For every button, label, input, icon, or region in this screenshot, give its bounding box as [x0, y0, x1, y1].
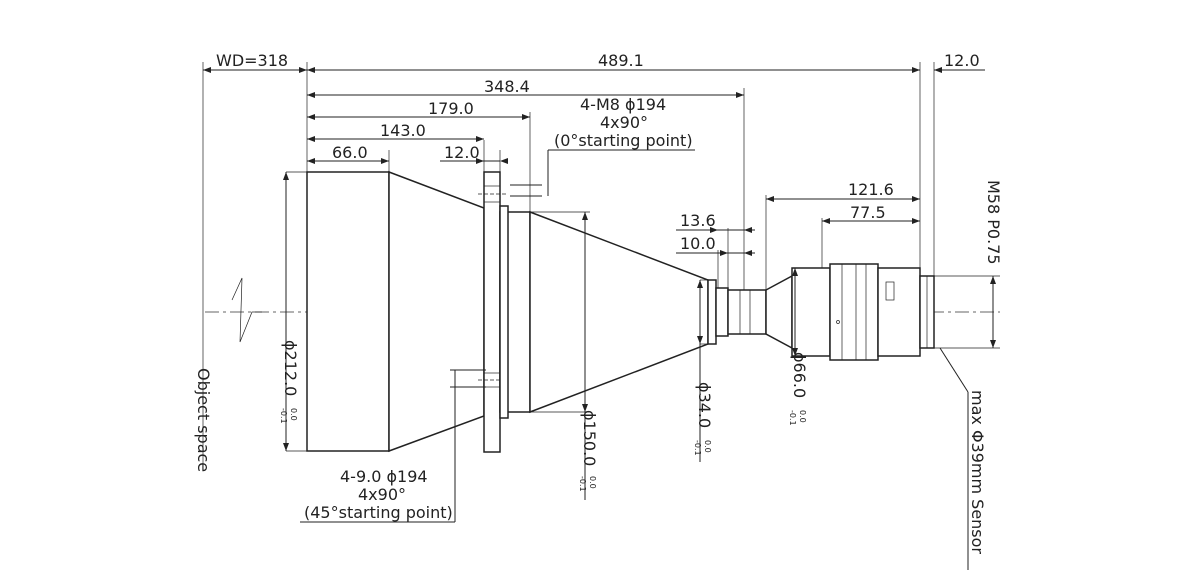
svg-text:ϕ150.0: ϕ150.0 — [580, 410, 599, 466]
rear-flare — [765, 274, 793, 350]
front-barrel-label: 66.0 — [332, 143, 368, 162]
total-length-label: 489.1 — [598, 51, 644, 70]
svg-text:0.0: 0.0 — [798, 410, 807, 423]
dim-121-6-label: 121.6 — [848, 180, 894, 199]
wd-label: WD=318 — [216, 51, 288, 70]
svg-text:(0°starting point): (0°starting point) — [554, 131, 693, 150]
focus-ring — [829, 263, 879, 361]
bottom-hole-note: 4-9.0 ϕ194 4x90° (45°starting point) — [304, 467, 453, 522]
dimension-lines — [203, 69, 994, 570]
diameter-150: ϕ150.0 0.0 -0.1 — [578, 410, 599, 492]
thread-label: M58 P0.75 — [984, 180, 1003, 265]
lens-body — [306, 170, 935, 453]
diameter-34: ϕ34.0 0.0 -0.1 — [693, 382, 714, 456]
diameter-212: ϕ212.0 0.0 -0.1 — [279, 340, 300, 424]
front-barrel — [306, 171, 390, 452]
neck-tube — [707, 279, 717, 345]
top-hole-note: 4-M8 ϕ194 4x90° (0°starting point) — [554, 95, 693, 150]
front-cone — [388, 170, 485, 453]
svg-text:-0.1: -0.1 — [279, 408, 288, 424]
dim-10-0-label: 10.0 — [680, 234, 716, 253]
svg-text:-0.1: -0.1 — [578, 476, 587, 492]
svg-text:0.0: 0.0 — [703, 440, 712, 453]
svg-text:ϕ66.0: ϕ66.0 — [790, 352, 809, 398]
svg-text:-0.1: -0.1 — [788, 410, 797, 426]
svg-text:4-9.0 ϕ194: 4-9.0 ϕ194 — [340, 467, 428, 486]
svg-text:0.0: 0.0 — [289, 408, 298, 421]
object-space-label: Object space — [194, 368, 213, 472]
svg-text:(45°starting point): (45°starting point) — [304, 503, 453, 522]
iris-ring — [877, 267, 921, 357]
svg-text:-0.1: -0.1 — [693, 440, 702, 456]
arrow-heads — [203, 67, 996, 451]
flange-front-label: 143.0 — [380, 121, 426, 140]
dim-13-6-label: 13.6 — [680, 211, 716, 230]
svg-text:4x90°: 4x90° — [358, 485, 406, 504]
rear-body — [791, 267, 831, 357]
svg-text:ϕ34.0: ϕ34.0 — [695, 382, 714, 428]
flange-rear-label: 179.0 — [428, 99, 474, 118]
axis-break-mark — [231, 277, 262, 343]
mounting-flange — [483, 171, 501, 453]
diameter-66: ϕ66.0 0.0 -0.1 — [788, 352, 809, 426]
svg-text:4x90°: 4x90° — [600, 113, 648, 132]
flange-back-label: 12.0 — [944, 51, 980, 70]
extension-lines — [202, 62, 1000, 470]
svg-text:0.0: 0.0 — [588, 476, 597, 489]
svg-text:4-M8 ϕ194: 4-M8 ϕ194 — [580, 95, 666, 114]
sensor-label: max Φ39mm Sensor — [968, 390, 987, 554]
svg-text:ϕ212.0: ϕ212.0 — [281, 340, 300, 396]
flange-thickness-label: 12.0 — [444, 143, 480, 162]
mount-distance-label: 348.4 — [484, 77, 530, 96]
dim-77-5-label: 77.5 — [850, 203, 886, 222]
